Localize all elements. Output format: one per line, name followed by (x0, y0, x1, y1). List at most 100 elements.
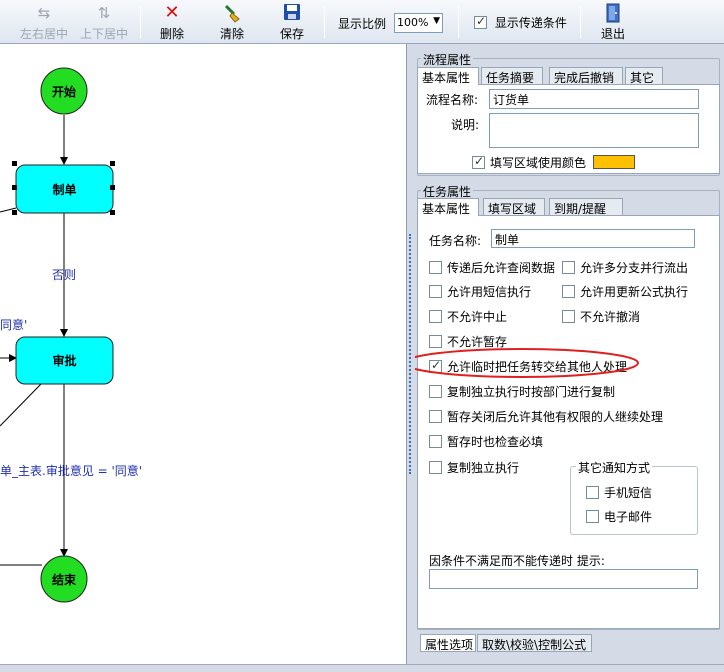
task-properties-title: 任务属性 (421, 183, 474, 200)
option-label: 不允许撤消 (580, 310, 641, 324)
tab-task-due-reminder[interactable]: 到期/提醒 (549, 198, 623, 216)
node-start-label: 开始 (51, 85, 76, 99)
tab-label: 取数\校验\控制公式 (482, 638, 587, 652)
fill-color-swatch[interactable] (593, 155, 635, 169)
checkbox[interactable] (429, 335, 442, 348)
checkbox[interactable] (429, 261, 442, 274)
flow-name-input[interactable]: 订货单 (489, 89, 699, 109)
option-temp-transfer[interactable]: 允许临时把任务转交给其他人处理 (429, 358, 627, 375)
node-start[interactable] (40, 67, 88, 115)
option-continue-after-close[interactable]: 暂存关闭后允许其他有权限的人继续处理 (429, 408, 663, 425)
properties-panel: 流程属性 基本属性 任务摘要 完成后撤销 其它 流程名称: 订货单 说明: 填写… (415, 44, 724, 672)
chevron-down-icon: ▼ (433, 16, 440, 26)
task-properties-tabs: 基本属性 填写区域 到期/提醒 (417, 198, 720, 216)
option-copy-independent[interactable]: 复制独立执行 (429, 459, 519, 476)
status-bar (0, 664, 724, 672)
option-formula-execute[interactable]: 允许用更新公式执行 (562, 283, 688, 300)
toolbar-separator (140, 6, 141, 38)
zoom-value: 100% (397, 16, 429, 29)
delete-label: 删除 (159, 27, 184, 41)
option-no-temp-save[interactable]: 不允许暂存 (429, 333, 507, 350)
tab-task-basic[interactable]: 基本属性 (417, 198, 479, 216)
clear-button[interactable]: 清除 (214, 3, 250, 41)
delete-button[interactable]: ✕ 删除 (154, 2, 190, 42)
tab-label: 属性选项 (425, 638, 474, 652)
checkbox[interactable] (429, 461, 442, 474)
tab-flow-summary[interactable]: 任务摘要 (481, 67, 543, 85)
option-parallel-branch[interactable]: 允许多分支并行流出 (562, 259, 688, 276)
toolbar: ⇆ 左右居中 ⇅ 上下居中 ✕ 删除 清除 保存 显示比例 100% ▼ 显示传… (0, 0, 724, 44)
exit-label: 退出 (600, 27, 625, 41)
selection-handle[interactable] (110, 210, 115, 215)
selection-handle[interactable] (12, 185, 17, 190)
tab-flow-undo[interactable]: 完成后撤销 (549, 67, 623, 85)
show-condition-toggle[interactable]: 显示传递条件 (474, 14, 567, 31)
save-label: 保存 (279, 27, 304, 41)
fill-color-label: 填写区域使用颜色 (490, 156, 587, 170)
fill-color-checkbox[interactable] (472, 154, 485, 169)
tab-task-fill-area[interactable]: 填写区域 (483, 198, 545, 216)
option-no-abort[interactable]: 不允许中止 (429, 308, 507, 325)
hint-input[interactable] (429, 569, 698, 589)
checkbox[interactable] (562, 310, 575, 323)
save-button[interactable]: 保存 (274, 3, 310, 41)
tab-label: 填写区域 (488, 202, 537, 216)
tab-label: 到期/提醒 (554, 202, 607, 216)
option-label: 复制独立执行时按部门进行复制 (447, 385, 616, 399)
task-basic-tabpage: 任务名称: 制单 传递后允许查阅数据 允许多分支并行流出 允许用短信执行 允许用… (417, 215, 720, 629)
fill-color-option[interactable]: 填写区域使用颜色 (472, 154, 586, 171)
show-condition-label: 显示传递条件 (494, 16, 567, 30)
option-copy-by-dept[interactable]: 复制独立执行时按部门进行复制 (429, 383, 615, 400)
checkbox[interactable] (429, 310, 442, 323)
node-end[interactable] (40, 555, 88, 603)
center-horizontal-button[interactable]: ⇆ 左右居中 (18, 3, 70, 41)
edge-reject-label[interactable]: 否则 (52, 268, 77, 282)
checkbox[interactable] (562, 285, 575, 298)
flow-basic-tabpage: 流程名称: 订货单 说明: 填写区域使用颜色 (417, 84, 720, 174)
zoom-label: 显示比例 (338, 17, 387, 31)
center-vertical-button[interactable]: ⇅ 上下居中 (78, 3, 130, 41)
option-sms-execute[interactable]: 允许用短信执行 (429, 283, 531, 300)
checkbox[interactable] (429, 410, 442, 423)
selection-handle[interactable] (12, 210, 17, 215)
delete-x-icon: ✕ (164, 2, 180, 23)
flow-desc-input[interactable] (489, 113, 699, 148)
selection-handle[interactable] (110, 161, 115, 166)
notify-email-option[interactable]: 电子邮件 (586, 508, 652, 525)
tab-label: 完成后撤销 (554, 71, 615, 85)
option-view-after-pass[interactable]: 传递后允许查阅数据 (429, 259, 555, 276)
edge-return-to-make[interactable] (0, 207, 17, 213)
edge-condition-label[interactable]: 单_主表.审批意见 = '同意' (0, 464, 143, 478)
notify-sms-option[interactable]: 手机短信 (586, 484, 652, 501)
edge-review-out[interactable] (0, 382, 43, 427)
option-check-required-on-save[interactable]: 暂存时也检查必填 (429, 433, 543, 450)
checkbox[interactable] (429, 435, 442, 448)
clear-label: 清除 (219, 27, 244, 41)
zoom-select[interactable]: 100% ▼ (394, 13, 443, 33)
tab-formula[interactable]: 取数\校验\控制公式 (477, 634, 592, 652)
checkbox[interactable] (586, 486, 599, 499)
option-no-undo[interactable]: 不允许撤消 (562, 308, 640, 325)
exit-button[interactable]: 退出 (596, 3, 630, 41)
tab-property-options[interactable]: 属性选项 (420, 634, 476, 652)
checkbox[interactable] (586, 510, 599, 523)
option-label: 允许用更新公式执行 (580, 285, 689, 299)
edge-agree-label[interactable]: 同意' (0, 318, 28, 332)
task-name-label: 任务名称: (429, 234, 482, 248)
checkbox[interactable] (429, 285, 442, 298)
flow-canvas[interactable]: 开始 制单 审批 结束 否则 同意' 单_主表.审批意见 = '同意' (0, 44, 407, 672)
node-review[interactable] (15, 336, 114, 385)
selection-handle[interactable] (110, 185, 115, 190)
task-name-input[interactable]: 制单 (491, 229, 695, 248)
show-condition-checkbox[interactable] (474, 14, 487, 29)
panel-splitter[interactable] (407, 44, 415, 672)
option-label: 允许临时把任务转交给其他人处理 (447, 360, 628, 374)
tab-flow-other[interactable]: 其它 (625, 67, 663, 85)
selection-handle[interactable] (12, 161, 17, 166)
tab-flow-basic[interactable]: 基本属性 (417, 67, 479, 85)
center-vertical-label: 上下居中 (79, 27, 128, 41)
align-vertical-icon: ⇅ (97, 4, 111, 22)
checkbox[interactable] (562, 261, 575, 274)
checkbox[interactable] (429, 385, 442, 398)
notify-methods-title: 其它通知方式 (576, 459, 653, 476)
